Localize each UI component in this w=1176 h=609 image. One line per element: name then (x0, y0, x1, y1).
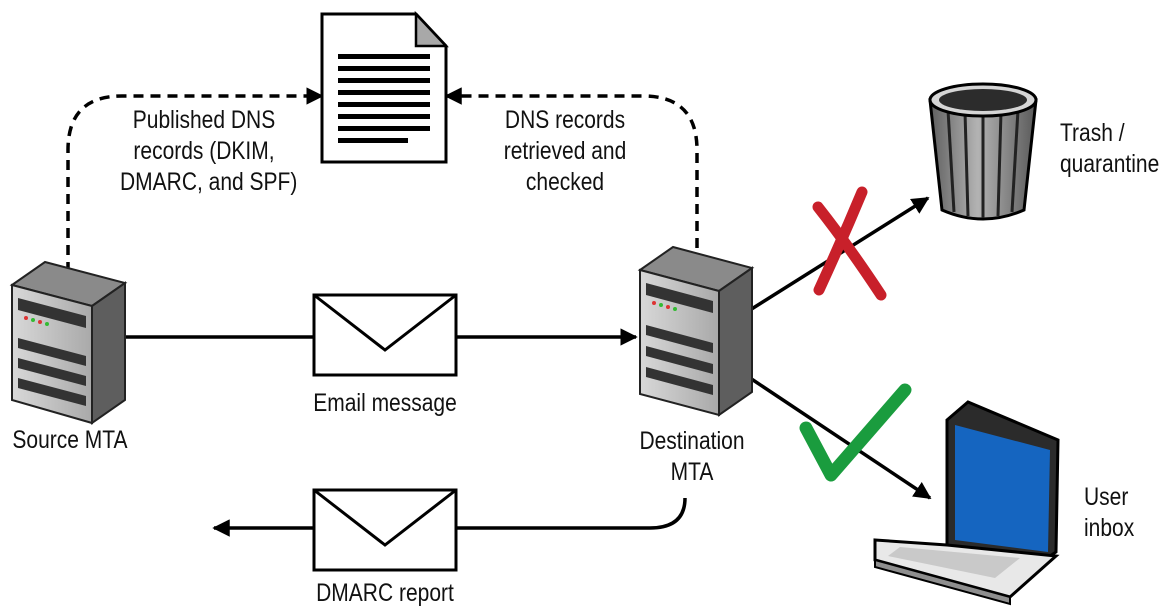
laptop-icon (873, 400, 1060, 606)
published-dns-label: Published DNS records (DKIM, DMARC, and … (120, 106, 298, 196)
email-message-label: Email message (313, 389, 457, 417)
envelope-icon (312, 293, 458, 377)
destination-mta-label: Destination MTA (639, 427, 745, 486)
accept-line (749, 376, 932, 500)
published-dns-path (66, 87, 324, 272)
source-mta-label: Source MTA (12, 426, 128, 454)
dmarc-report-line (212, 497, 687, 537)
x-mark-icon (812, 186, 887, 301)
server-icon (9, 260, 128, 425)
server-icon (637, 245, 755, 417)
dmarc-report-label: DMARC report (316, 579, 454, 607)
trash-can-icon (928, 82, 1038, 221)
envelope-icon (312, 488, 458, 572)
document-icon (320, 10, 449, 164)
user-inbox-label: User inbox (1084, 483, 1135, 542)
check-mark-icon (799, 383, 912, 482)
trash-quarantine-label: Trash / quarantine (1060, 119, 1160, 178)
dns-retrieved-path (444, 87, 699, 248)
dns-retrieved-label: DNS records retrieved and checked (503, 106, 627, 196)
